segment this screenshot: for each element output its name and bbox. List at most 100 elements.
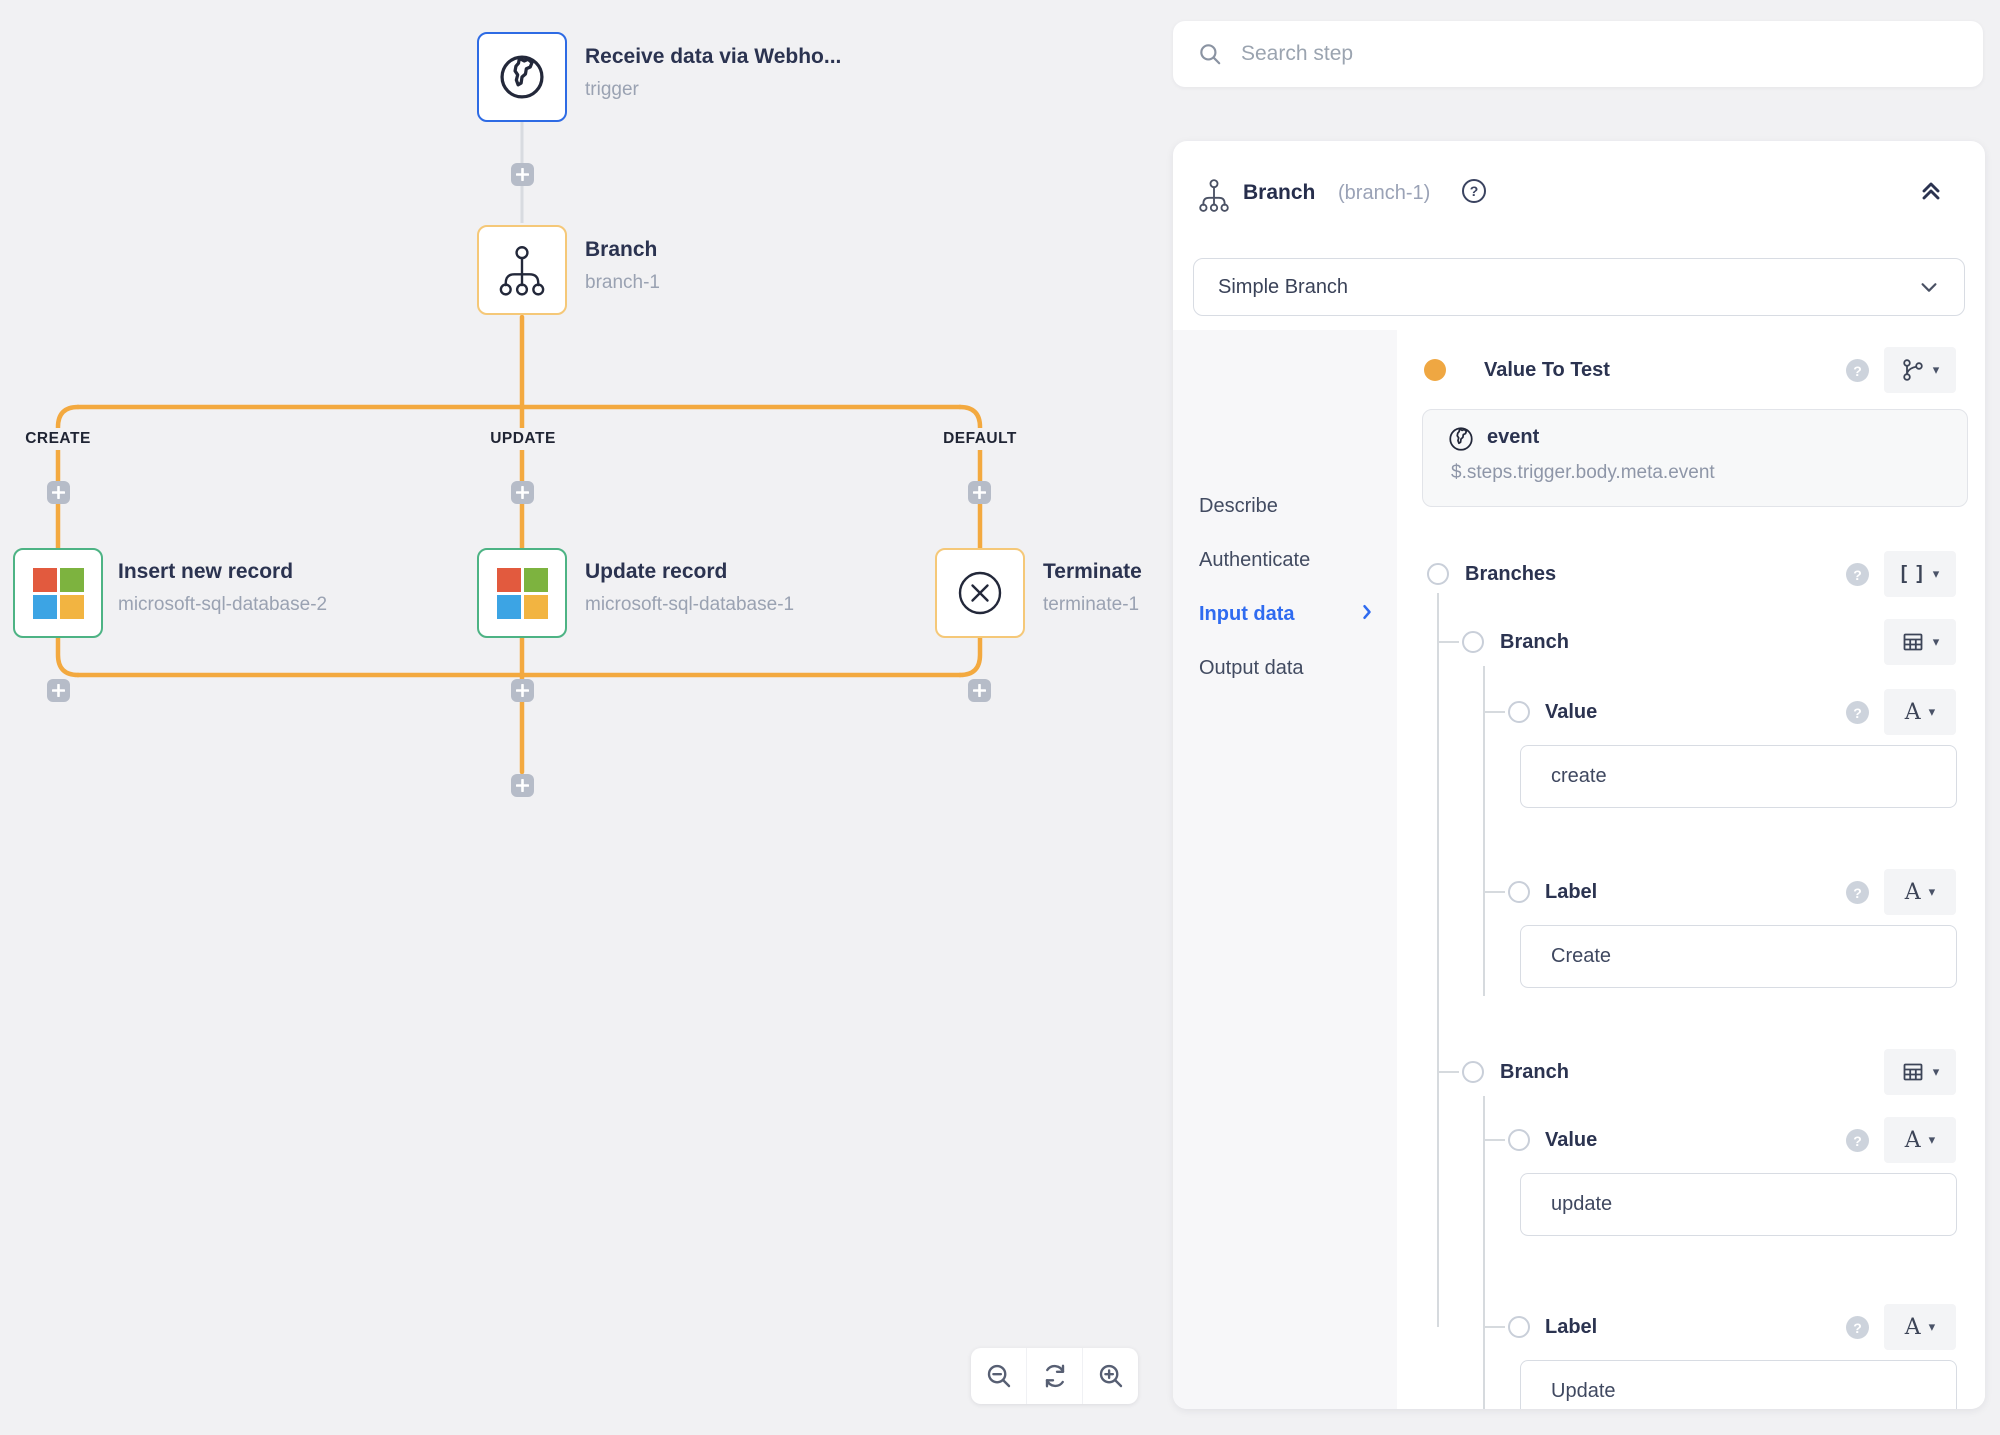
panel-title: Branch (1243, 181, 1316, 204)
branch-1-label: Branch (1500, 631, 1569, 653)
branch-2-value-input[interactable] (1520, 1173, 1957, 1236)
label-2-label: Label (1545, 1316, 1598, 1338)
step-properties-panel: Branch (branch-1) ? Simple Branch Descri… (1173, 141, 1985, 1409)
branch-node[interactable] (477, 225, 567, 315)
help-icon[interactable]: ? (1462, 179, 1486, 203)
field-type-selector-object[interactable]: ▾ (1884, 619, 1956, 665)
tab-authenticate[interactable]: Authenticate (1199, 549, 1311, 571)
canvas-zoom-controls (971, 1348, 1138, 1404)
operation-select[interactable]: Simple Branch (1193, 258, 1965, 316)
add-step-button[interactable] (47, 481, 70, 504)
help-icon[interactable]: ? (1846, 359, 1869, 382)
tree-guide-tick (1483, 1139, 1505, 1141)
add-step-button[interactable] (511, 163, 534, 186)
tree-guide-tick (1437, 1071, 1459, 1073)
add-step-button[interactable] (47, 679, 70, 702)
help-icon[interactable]: ? (1846, 881, 1869, 904)
collapse-panel-icon[interactable] (1917, 177, 1945, 205)
zoom-out-button[interactable] (971, 1348, 1026, 1404)
search-icon (1197, 41, 1223, 67)
input-data-form: Value To Test ? ▾ (1397, 330, 1985, 1409)
add-step-button[interactable] (511, 481, 534, 504)
field-radio[interactable] (1508, 701, 1530, 723)
microsoft-sql-icon (496, 567, 548, 619)
field-type-selector-array[interactable]: [ ] ▾ (1884, 551, 1956, 597)
string-type-icon: A (1904, 699, 1921, 725)
branch-tree-icon (496, 244, 548, 296)
field-radio[interactable] (1462, 631, 1484, 653)
help-icon[interactable]: ? (1846, 1316, 1869, 1339)
field-type-selector-object[interactable]: ▾ (1884, 1049, 1956, 1095)
required-field-dot (1424, 359, 1446, 381)
branch-2-label-input[interactable] (1520, 1360, 1957, 1409)
branch-path-label-default: DEFAULT (935, 428, 1025, 450)
add-step-button[interactable] (968, 679, 991, 702)
caret-down-icon: ▾ (1932, 1064, 1940, 1079)
caret-down-icon: ▾ (1932, 566, 1940, 581)
workflow-canvas[interactable]: Receive data via Webho... trigger Branch… (0, 0, 1160, 1435)
update-record-node[interactable] (477, 548, 567, 638)
reset-view-button[interactable] (1026, 1348, 1082, 1404)
branch-path-label-update: UPDATE (482, 428, 564, 450)
field-type-selector-string[interactable]: A ▾ (1884, 869, 1956, 915)
search-step-input[interactable] (1241, 42, 1959, 66)
field-radio[interactable] (1427, 563, 1449, 585)
field-radio[interactable] (1508, 1129, 1530, 1151)
terminate-title: Terminate (1043, 560, 1142, 583)
branch-2-label: Branch (1500, 1061, 1569, 1083)
token-path: $.steps.trigger.body.meta.event (1451, 462, 1715, 483)
help-icon[interactable]: ? (1846, 1129, 1869, 1152)
tab-input-data[interactable]: Input data (1199, 603, 1295, 625)
update-record-subtitle: microsoft-sql-database-1 (585, 594, 795, 615)
array-type-icon: [ ] (1900, 563, 1925, 584)
trigger-node-title: Receive data via Webho... (585, 45, 842, 68)
add-step-button[interactable] (968, 481, 991, 504)
terminate-subtitle: terminate-1 (1043, 594, 1140, 615)
operation-selected-value: Simple Branch (1218, 275, 1349, 298)
field-radio[interactable] (1462, 1061, 1484, 1083)
token-name: event (1487, 426, 1540, 448)
help-icon[interactable]: ? (1846, 701, 1869, 724)
trigger-node-subtitle: trigger (585, 79, 639, 100)
add-step-button[interactable] (511, 679, 534, 702)
insert-record-title: Insert new record (118, 560, 294, 583)
caret-down-icon: ▾ (1928, 1132, 1936, 1147)
field-type-selector-string[interactable]: A ▾ (1884, 1117, 1956, 1163)
connector-lines (55, 122, 983, 775)
field-radio[interactable] (1508, 1316, 1530, 1338)
jsonpath-token[interactable]: event $.steps.trigger.body.meta.event (1422, 409, 1968, 507)
field-type-selector-jsonpath[interactable]: ▾ (1884, 347, 1956, 393)
branch-path-label-create: CREATE (17, 428, 99, 450)
add-step-button[interactable] (511, 774, 534, 797)
step-search-bar (1173, 21, 1983, 87)
terminate-circle-x-icon (955, 568, 1005, 618)
branch-step-icon (1197, 178, 1231, 212)
insert-record-node[interactable] (13, 548, 103, 638)
caret-down-icon: ▾ (1928, 1319, 1936, 1334)
caret-down-icon: ▾ (1932, 634, 1940, 649)
field-radio[interactable] (1508, 881, 1530, 903)
branches-label: Branches (1465, 563, 1557, 585)
field-type-selector-string[interactable]: A ▾ (1884, 1304, 1956, 1350)
tree-guide-tick (1483, 1326, 1505, 1328)
tab-describe[interactable]: Describe (1199, 495, 1278, 517)
field-type-selector-string[interactable]: A ▾ (1884, 689, 1956, 735)
terminate-node[interactable] (935, 548, 1025, 638)
tree-guide-line (1483, 666, 1485, 996)
branch-1-value-input[interactable] (1520, 745, 1957, 808)
branch-1-label-input[interactable] (1520, 925, 1957, 988)
caret-down-icon: ▾ (1928, 884, 1936, 899)
update-record-title: Update record (585, 560, 728, 583)
zoom-in-button[interactable] (1082, 1348, 1138, 1404)
string-type-icon: A (1904, 879, 1921, 905)
string-type-icon: A (1904, 1127, 1921, 1153)
panel-nav: Describe Authenticate Input data Output … (1173, 330, 1397, 1409)
tree-guide-line (1437, 593, 1439, 1327)
tree-guide-line (1483, 1096, 1485, 1409)
tab-output-data[interactable]: Output data (1199, 657, 1304, 679)
panel-step-id: (branch-1) (1338, 182, 1431, 204)
git-branch-icon (1901, 358, 1925, 382)
help-icon[interactable]: ? (1846, 563, 1869, 586)
trigger-node[interactable] (477, 32, 567, 122)
chevron-right-icon (1357, 602, 1377, 622)
